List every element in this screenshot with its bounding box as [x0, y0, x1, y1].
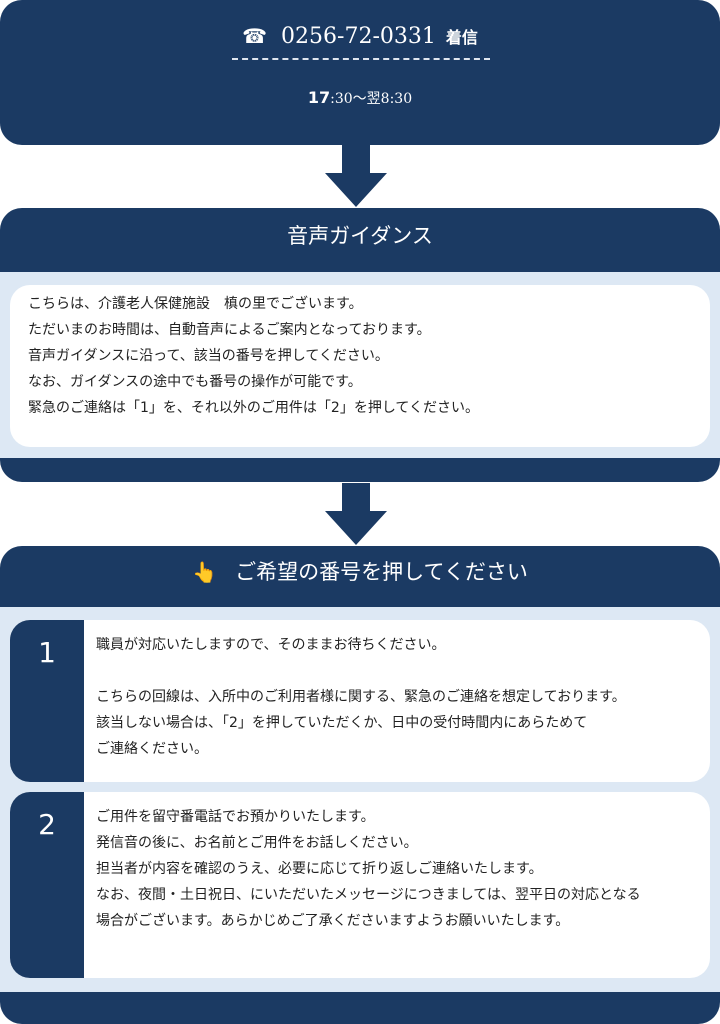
guidance-line: なお、ガイダンスの途中でも番号の操作が可能です。: [28, 374, 362, 390]
pointing-hand-icon: 👆: [192, 560, 218, 584]
down-arrow-icon: [325, 483, 387, 545]
guidance-line: ただいまのお時間は、自動音声によるご案内となっております。: [28, 322, 431, 338]
telephone-icon: ☎: [242, 24, 268, 48]
option-line: ご連絡ください。: [96, 741, 208, 757]
incoming-label: 着信: [445, 28, 478, 47]
option-line: なお、夜間・土日祝日、にいただいたメッセージにつきましては、翌平日の対応となる: [96, 887, 641, 903]
option-line: 場合がございます。あらかじめご了承くださいますようお願いいたします。: [96, 913, 570, 929]
options-title: ご希望の番号を押してください: [235, 560, 528, 584]
down-arrow-icon: [325, 145, 387, 207]
option-item-2: 2 ご用件を留守番電話でお預かりいたします。 発信音の後に、お名前とご用件をお話…: [10, 792, 710, 978]
option-spacer: [96, 658, 698, 684]
option-line: こちらの回線は、入所中のご利用者様に関する、緊急のご連絡を想定しております。: [96, 689, 626, 705]
dashed-divider: [232, 58, 490, 60]
option-number: 2: [10, 792, 84, 978]
phone-number: 0256-72-0331: [281, 24, 436, 49]
guidance-line: 音声ガイダンスに沿って、該当の番号を押してください。: [28, 348, 389, 364]
hours: 17:30～翌8:30: [0, 88, 720, 108]
guidance-footer: [0, 458, 720, 482]
hours-start: 17: [307, 88, 331, 107]
option-line: 該当しない場合は、「2」を押していただくか、日中の受付時間内にあらためて: [96, 715, 588, 731]
option-line: ご用件を留守番電話でお預かりいたします。: [96, 809, 375, 825]
guidance-line: こちらは、介護老人保健施設 槙の里でございます。: [28, 296, 363, 312]
options-footer: [0, 992, 720, 1024]
hours-rest: :30～翌8:30: [330, 91, 413, 107]
phone-line: ☎ 0256-72-0331 着信: [0, 24, 720, 49]
option-line: 発信音の後に、お名前とご用件をお話しください。: [96, 835, 418, 851]
options-title-bar: 👆 ご希望の番号を押してください: [0, 546, 720, 608]
guidance-line: 緊急のご連絡は「1」を、それ以外のご用件は「2」を押してください。: [28, 400, 479, 416]
option-item-1: 1 職員が対応いたしますので、そのままお待ちください。 こちらの回線は、入所中の…: [10, 620, 710, 782]
guidance-card: こちらは、介護老人保健施設 槙の里でございます。 ただいまのお時間は、自動音声に…: [10, 285, 710, 447]
guidance-title: 音声ガイダンス: [0, 208, 720, 273]
option-number: 1: [10, 620, 84, 782]
incoming-call-header: ☎ 0256-72-0331 着信 17:30～翌8:30: [0, 0, 720, 145]
option-line: 担当者が内容を確認のうえ、必要に応じて折り返しご連絡いたします。: [96, 861, 543, 877]
option-line: 職員が対応いたしますので、そのままお待ちください。: [96, 637, 446, 653]
